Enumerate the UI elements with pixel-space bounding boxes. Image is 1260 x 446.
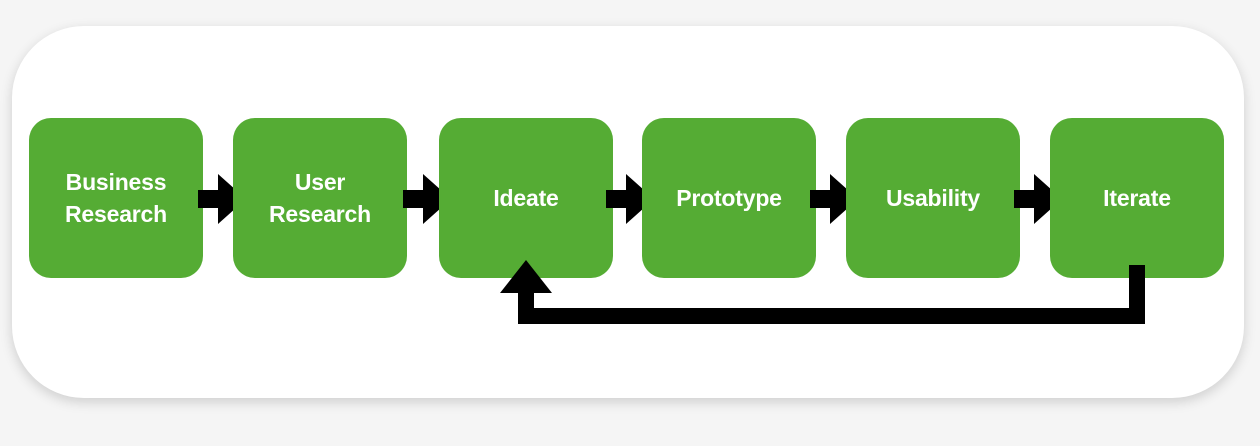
step-usability: Usability (846, 118, 1020, 278)
step-label-iterate: Iterate (1103, 185, 1171, 211)
arrow-icon-2 (403, 174, 451, 224)
step-label-prototype: Prototype (676, 185, 782, 211)
step-prototype: Prototype (642, 118, 816, 278)
arrow-icon-5 (1014, 174, 1062, 224)
step-label-ideate: Ideate (493, 185, 559, 211)
arrow-icon-3 (606, 174, 654, 224)
step-label-business-research: Business Research (65, 169, 167, 227)
step-ideate: Ideate (439, 118, 613, 278)
step-label-user-research: User Research (269, 169, 371, 227)
arrow-icon-1 (198, 174, 246, 224)
arrow-icon-4 (810, 174, 858, 224)
step-iterate: Iterate (1050, 118, 1224, 278)
step-label-usability: Usability (885, 185, 981, 211)
step-user-research: User Research (233, 118, 407, 278)
step-business-research: Business Research (29, 118, 203, 278)
